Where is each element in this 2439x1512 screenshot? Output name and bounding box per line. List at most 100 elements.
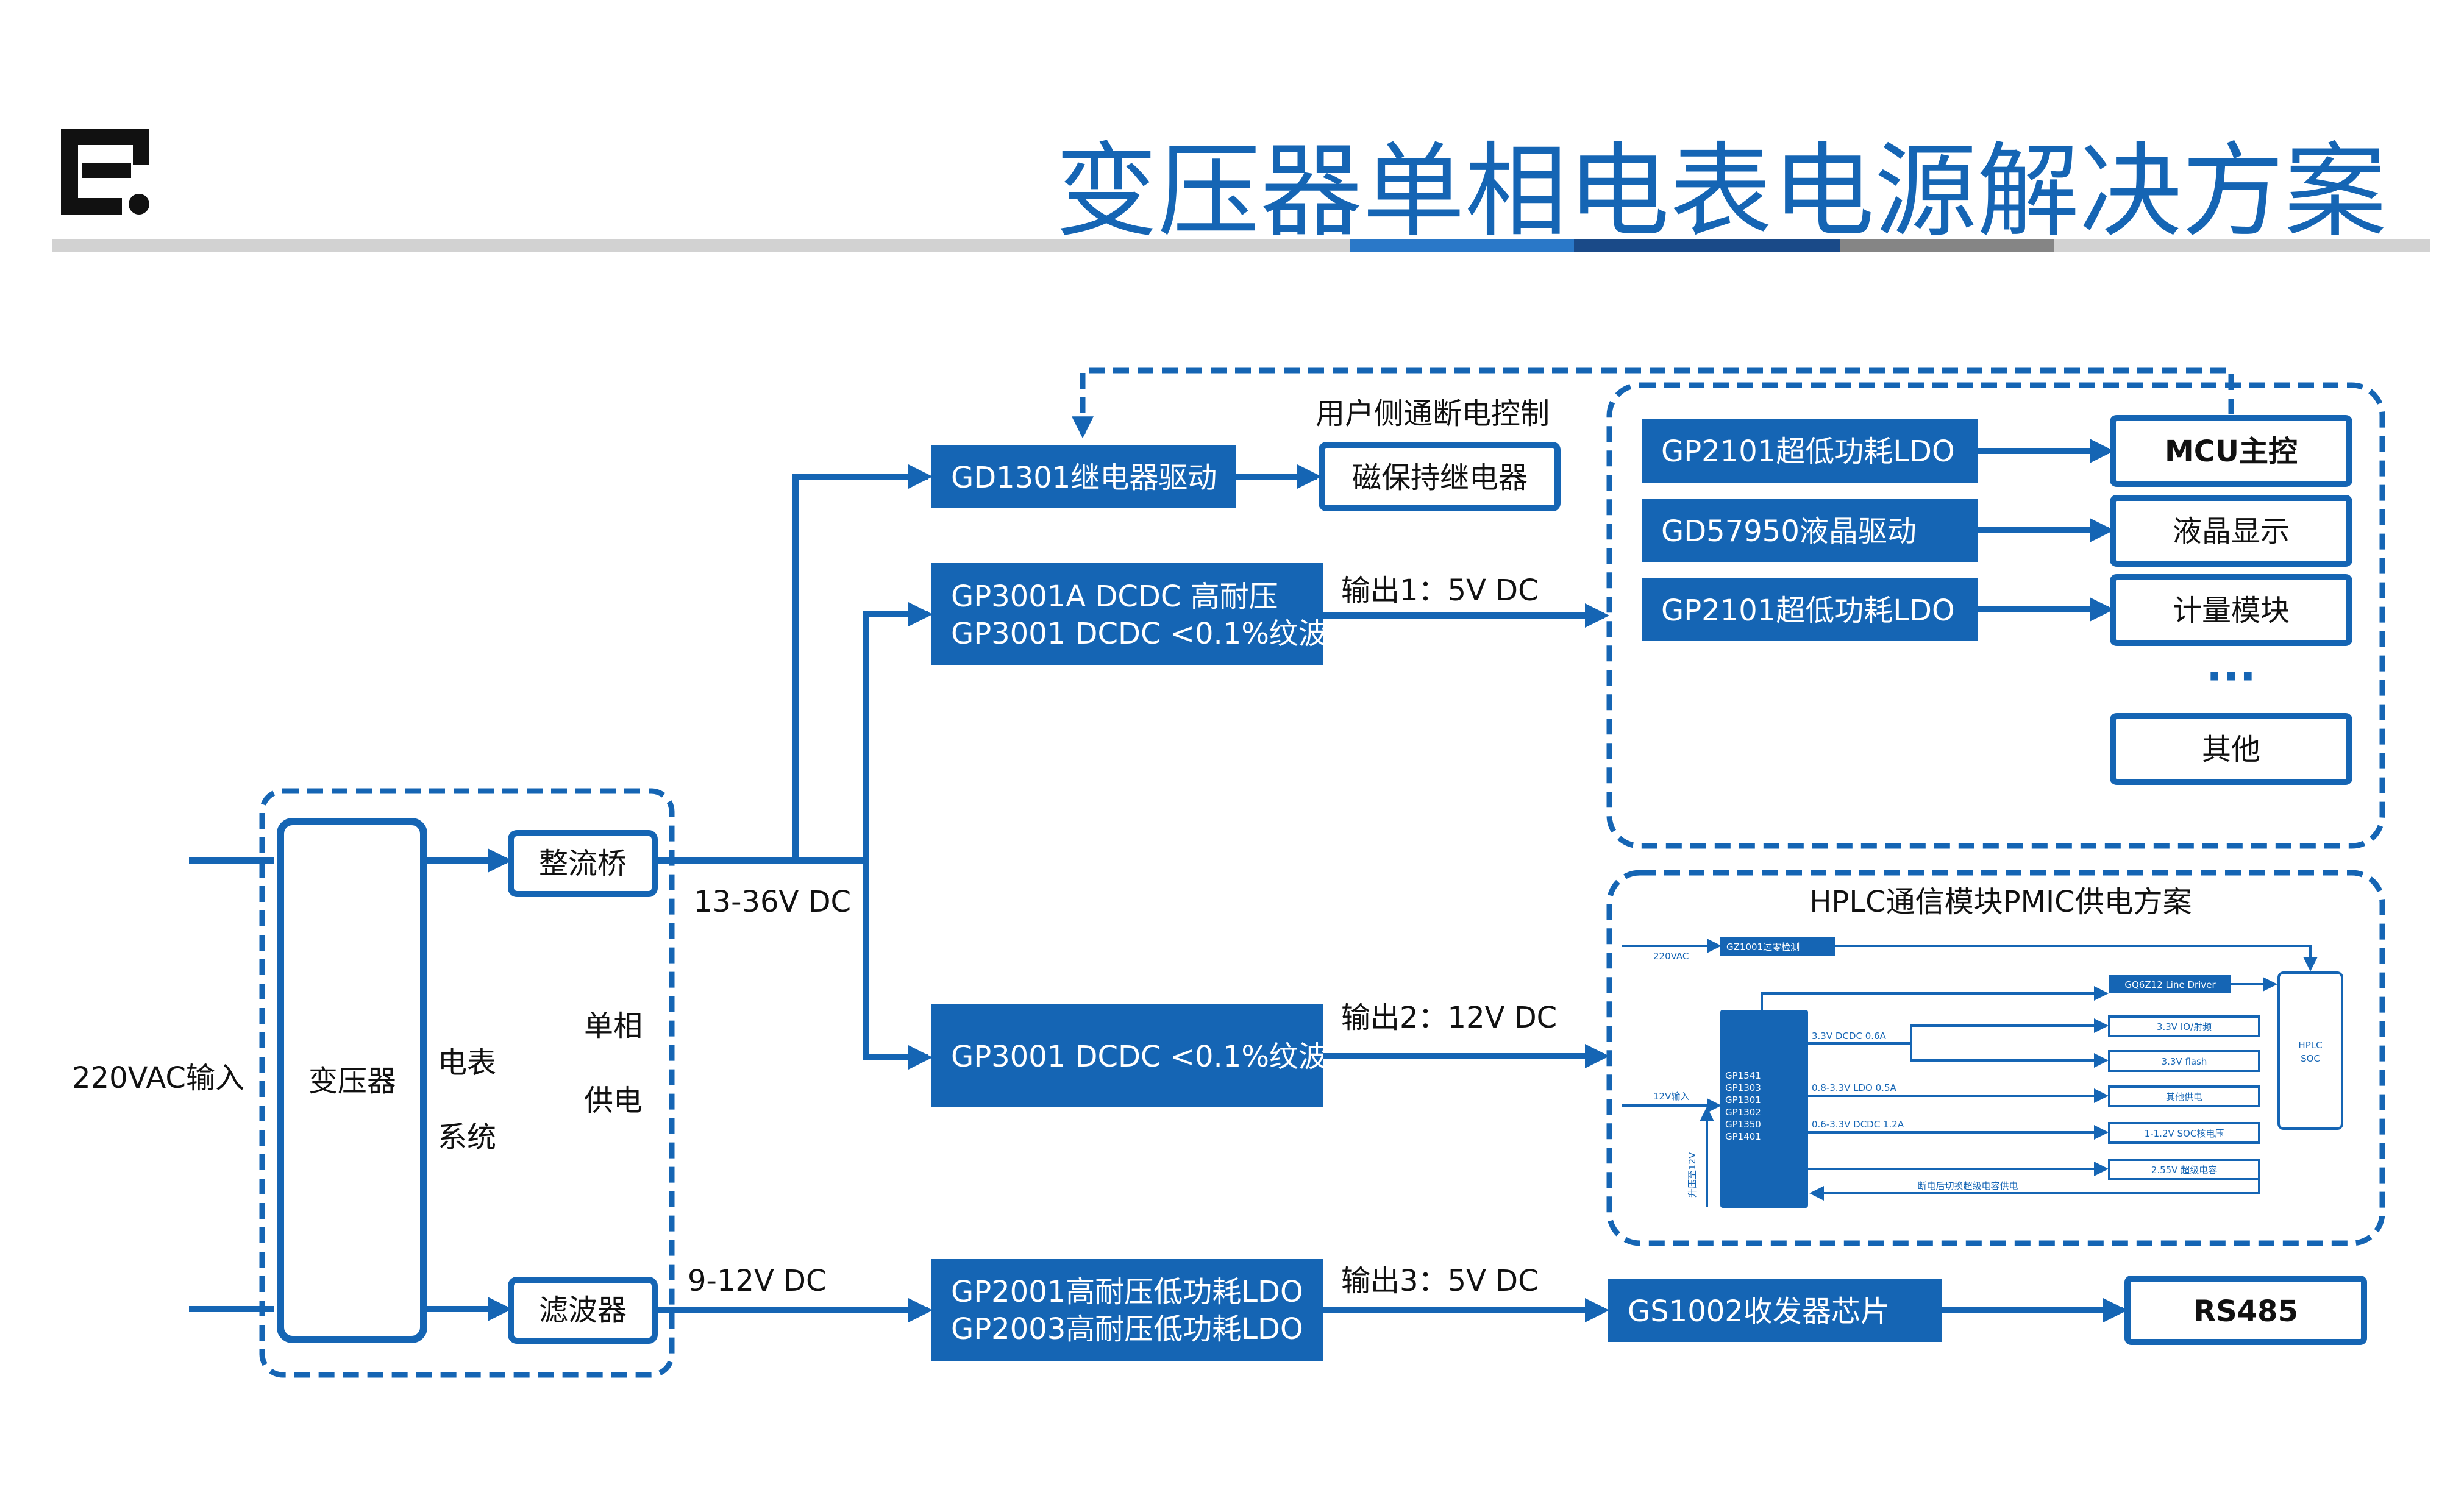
hplc-soc-label-1: HPLC	[2298, 1040, 2322, 1051]
transformer-label: 变压器	[308, 1064, 396, 1098]
hplc-rail-3-label: 0.6-3.3V DCDC 1.2A	[1812, 1119, 1904, 1130]
relay-driver-label: GD1301继电器驱动	[951, 461, 1217, 495]
rectifier-box	[508, 830, 658, 897]
lcd-driver-label: GD57950液晶驱动	[1661, 514, 1917, 548]
rs485-label: RS485	[2193, 1294, 2298, 1329]
metering-box	[2110, 574, 2352, 646]
rail-13-36-label: 13-36V DC	[694, 885, 851, 919]
header-rule	[52, 239, 2430, 252]
rail-9-12-label: 9-12V DC	[688, 1264, 827, 1298]
hplc-pmic-part: GP1302	[1725, 1107, 1761, 1118]
hplc-output-box	[2108, 1050, 2260, 1072]
rail-to-relay-driver	[792, 464, 933, 861]
hplc-rail-2-label: 0.8-3.3V LDO 0.5A	[1812, 1082, 1896, 1093]
ldo-top-box	[1642, 419, 1978, 483]
hplc-line-driver-label: GQ6Z12 Line Driver	[2124, 979, 2216, 990]
hplc-output-box	[2108, 1015, 2260, 1037]
header-accent-1	[1350, 239, 1574, 252]
ldo-bottom-box	[1642, 578, 1978, 641]
filter-label: 滤波器	[539, 1293, 627, 1327]
hplc-rail-1-to-flash	[1910, 1043, 2109, 1068]
hplc-zero-cross-box	[1720, 937, 1835, 956]
hplc-zero-cross-label: GZ1001过零检测	[1726, 942, 1800, 953]
ldo-bottom-label: GP2101超低功耗LDO	[1661, 594, 1955, 628]
rail-to-dcdc-b	[863, 861, 933, 1070]
output-3-label: 输出3：5V DC	[1341, 1264, 1539, 1298]
hplc-pmic-part: GP1350	[1725, 1119, 1761, 1130]
input-label: 220VAC输入	[72, 1061, 244, 1095]
user-control-label: 用户侧通断电控制	[1316, 397, 1550, 431]
hplc-output-box	[2108, 1122, 2260, 1144]
header-accent-3	[1840, 239, 2054, 252]
hplc-soc-box	[2277, 971, 2343, 1130]
dcdc-a-label-2: GP3001 DCDC <0.1%纹波	[951, 617, 1328, 651]
relay-driver-box	[931, 445, 1236, 508]
page-title: 变压器单相电表电源解决方案	[1055, 132, 2387, 251]
hplc-output-list: 3.3V IO/射频 3.3V flash 其他供电 1-1.2V SOC核电压…	[2108, 1015, 2260, 1180]
mcu-box	[2110, 415, 2352, 487]
hplc-output-label: 其他供电	[2166, 1091, 2202, 1102]
hplc-output-label: 3.3V flash	[2162, 1056, 2207, 1067]
rs485-box	[2124, 1276, 2367, 1345]
single-phase-label-2: 供电	[584, 1084, 643, 1118]
other-box	[2110, 713, 2352, 785]
latching-relay-box	[1319, 442, 1561, 511]
hplc-output-box	[2108, 1085, 2260, 1107]
hplc-rail-1-label: 3.3V DCDC 0.6A	[1812, 1031, 1887, 1042]
hplc-line-driver-box	[2109, 975, 2231, 993]
ldo-top-label: GP2101超低功耗LDO	[1661, 435, 1955, 469]
power-stage-group	[259, 788, 675, 1378]
hplc-vac-label: 220VAC	[1653, 951, 1689, 962]
dcdc-a-label-1: GP3001A DCDC 高耐压	[951, 580, 1278, 614]
hplc-pmic-to-line-driver	[1761, 986, 2109, 1010]
dcdc-b-label: GP3001 DCDC <0.1%纹波	[951, 1040, 1328, 1074]
dcdc-a-box	[931, 563, 1323, 665]
meter-system-label-1: 电表	[438, 1046, 496, 1080]
single-phase-label-1: 单相	[584, 1009, 643, 1043]
hplc-12v-input-label: 12V输入	[1653, 1091, 1689, 1102]
company-logo	[61, 129, 149, 215]
mcu-label: MCU主控	[2165, 435, 2298, 469]
mcu-control-feedback	[1072, 367, 2234, 439]
latching-relay-label: 磁保持继电器	[1352, 461, 1528, 495]
rail-to-dcdc-a	[863, 602, 933, 861]
lcd-display-label: 液晶显示	[2173, 514, 2290, 548]
hplc-soc-label-2: SOC	[2301, 1053, 2320, 1064]
hplc-pmic-part: GP1401	[1725, 1131, 1761, 1142]
rectifier-label: 整流桥	[539, 847, 627, 881]
hplc-zero-cross-to-soc	[1835, 945, 2318, 971]
hplc-output-label: 1-1.2V SOC核电压	[2145, 1128, 2224, 1139]
ldo-label-1: GP2001高耐压低功耗LDO	[951, 1275, 1303, 1309]
ldo-label-2: GP2003高耐压低功耗LDO	[951, 1312, 1303, 1346]
lcd-driver-box	[1642, 499, 1978, 562]
filter-box	[508, 1277, 658, 1344]
hplc-output-label: 3.3V IO/射频	[2157, 1021, 2212, 1032]
hplc-title: HPLC通信模块PMIC供电方案	[1809, 885, 2192, 919]
transformer-box	[277, 818, 427, 1343]
lcd-display-box	[2110, 495, 2352, 567]
hplc-group	[1606, 870, 2385, 1246]
metering-label: 计量模块	[2173, 594, 2290, 628]
output-2-label: 输出2：12V DC	[1341, 1001, 1557, 1035]
hplc-step-up-label: 升压至12V	[1687, 1152, 1698, 1198]
transceiver-label: GS1002收发器芯片	[1628, 1294, 1890, 1329]
dcdc-b-box	[931, 1004, 1323, 1107]
mcu-group	[1606, 382, 2385, 849]
hplc-pmic-part-list: GP1541 GP1303 GP1301 GP1302 GP1350 GP140…	[1725, 1070, 1761, 1142]
hplc-output-label: 2.55V 超级电容	[2151, 1165, 2217, 1176]
hplc-output-box	[2108, 1159, 2260, 1180]
hplc-rail-1-to-io	[1910, 1018, 2109, 1043]
hplc-pmic-box	[1720, 1010, 1808, 1208]
hplc-backup-note: 断电后切换超级电容供电	[1917, 1180, 2018, 1191]
hplc-pmic-part: GP1541	[1725, 1070, 1761, 1081]
transceiver-box	[1608, 1279, 1942, 1342]
ldo-box	[931, 1259, 1323, 1361]
hplc-pmic-part: GP1301	[1725, 1095, 1761, 1106]
hplc-pmic-part: GP1303	[1725, 1082, 1761, 1093]
ellipsis-label: ···	[2206, 651, 2256, 702]
output-1-label: 输出1：5V DC	[1341, 573, 1539, 608]
header-accent-2	[1574, 239, 1840, 252]
meter-system-label-2: 系统	[438, 1120, 496, 1154]
other-label: 其他	[2202, 733, 2260, 767]
